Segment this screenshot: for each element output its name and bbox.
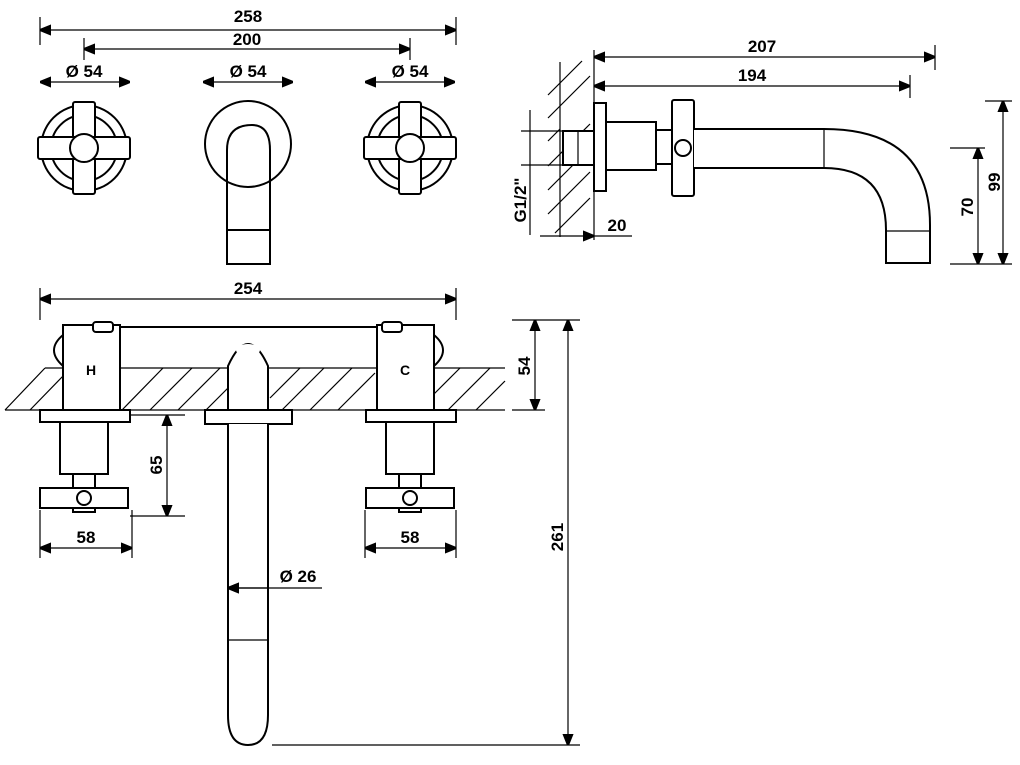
dim-handle-projection: 65	[147, 456, 166, 475]
dim-overall-height: 99	[985, 173, 1004, 192]
dim-top-overall-width: 258	[234, 7, 262, 26]
dim-outlet-height: 70	[958, 198, 977, 217]
dim-side-spout-projection: 194	[738, 66, 767, 85]
front-view: 258 200 Ø 54 Ø 54 Ø 54	[37, 7, 457, 265]
cold-valve-plan: C	[365, 321, 457, 513]
dim-wall-depth: 20	[608, 216, 627, 235]
dim-thread: G1/2"	[511, 178, 530, 223]
dim-spout-rosette-diameter: Ø 54	[230, 62, 267, 81]
dim-spout-diameter: Ø 26	[280, 567, 317, 586]
dim-valve-depth: 54	[515, 356, 534, 375]
spout-plan	[204, 342, 293, 747]
spout-front	[204, 100, 292, 265]
cold-label: C	[400, 362, 410, 378]
plan-view: 254 H	[4, 279, 580, 747]
dim-spout-length: 261	[548, 523, 567, 551]
hot-valve-plan: H	[39, 321, 131, 513]
valve-body-side	[562, 99, 695, 197]
dim-left-handle-diameter: Ø 54	[66, 62, 103, 81]
dim-side-total-projection: 207	[748, 37, 776, 56]
dim-right-handle-diameter: Ø 54	[392, 62, 429, 81]
dim-right-handle-width: 58	[401, 528, 420, 547]
left-cross-handle-front	[37, 101, 131, 195]
dim-top-centers: 200	[233, 30, 261, 49]
side-view: 207 194 G1/2" 20 70	[511, 37, 1012, 265]
hot-label: H	[86, 362, 96, 378]
dim-bottom-overall-width: 254	[234, 279, 263, 298]
spout-arm-side	[694, 128, 931, 264]
dim-left-handle-width: 58	[77, 528, 96, 547]
right-cross-handle-front	[363, 101, 457, 195]
